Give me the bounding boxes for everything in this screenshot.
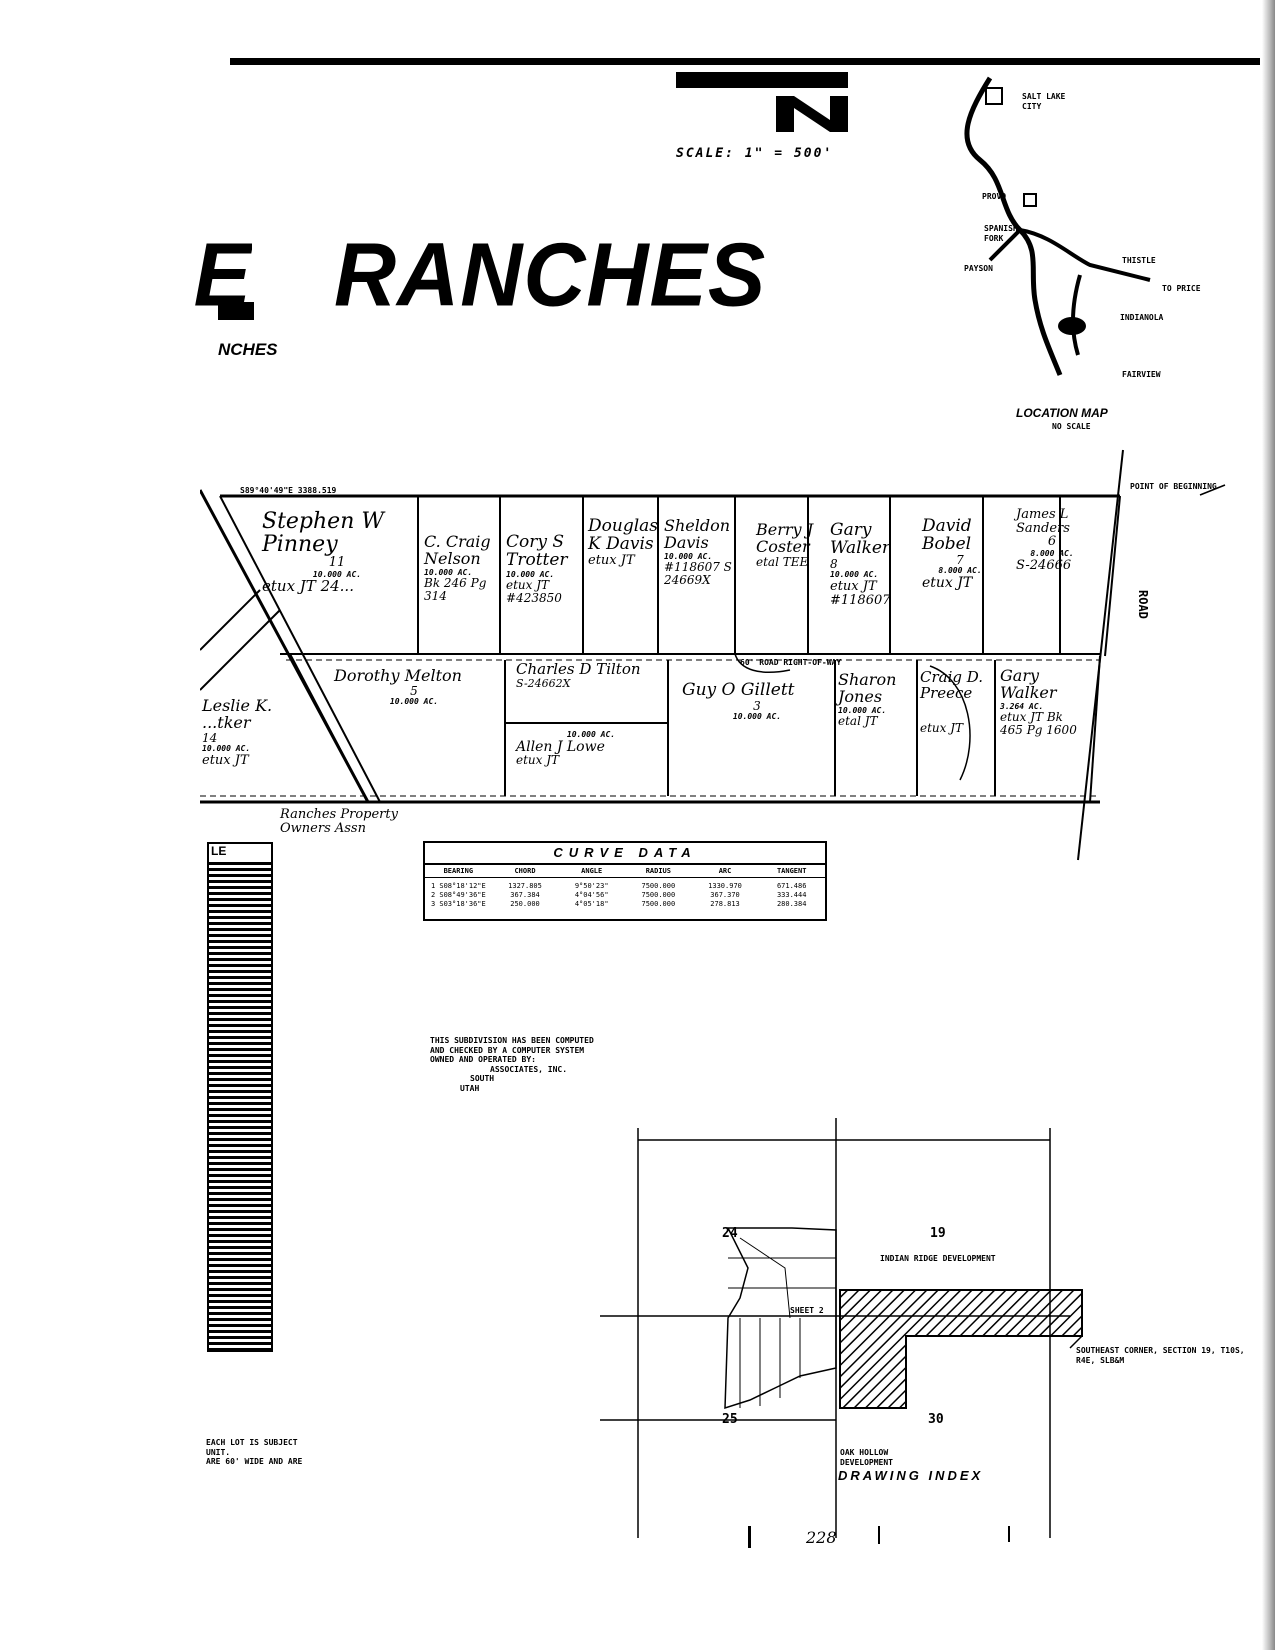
- computed-note: THIS SUBDIVISION HAS BEEN COMPUTED AND C…: [430, 1036, 594, 1093]
- section-24: 24: [722, 1226, 738, 1241]
- page-title: RANCHES: [334, 224, 767, 326]
- lot-owner-top: Stephen W Pinney 11 10.000 AC. etux JT 2…: [262, 509, 384, 596]
- plat-map: [198, 440, 1275, 890]
- lot-owner-top: Sheldon Davis 10.000 AC. #118607 S 24669…: [664, 516, 732, 587]
- property-owners-assn: Ranches Property Owners Assn: [280, 807, 398, 836]
- curve-data-columns: BEARING CHORD ANGLE RADIUS ARC TANGENT: [425, 865, 825, 878]
- curve-data-table: CURVE DATA BEARING CHORD ANGLE RADIUS AR…: [423, 841, 827, 921]
- lot-owner-top: Berry J Coster etal TEE: [756, 520, 814, 569]
- map-label-fairview: FAIRVIEW: [1122, 370, 1161, 379]
- map-label-slc: SALT LAKE CITY: [1022, 92, 1066, 111]
- map-label-spanish-fork: SPANISH FORK: [984, 224, 1018, 243]
- lot-owner-top: Cory S Trotter 10.000 AC. etux JT #42385…: [506, 532, 568, 605]
- curve-col: ARC: [718, 867, 732, 875]
- footer-tick: [748, 1526, 751, 1548]
- curve-col: CHORD: [514, 867, 536, 875]
- lot-owner-bottom: Craig D. Preece etux JT: [920, 668, 984, 735]
- lot-owner-bottom: Sharon Jones 10.000 AC. etal JT: [838, 670, 897, 729]
- lot-area-table-header: LE: [209, 844, 271, 865]
- right-edge: [1262, 0, 1275, 1650]
- map-label-provo: PROVO: [982, 192, 1007, 201]
- point-of-beginning: POINT OF BEGINNING: [1130, 482, 1217, 491]
- southeast-corner-label: SOUTHEAST CORNER, SECTION 19, T10S, R4E,…: [1076, 1346, 1245, 1365]
- lot-owner-top: Gary Walker 8 10.000 AC. etux JT #118607: [830, 520, 891, 608]
- location-map-subtitle: NO SCALE: [1052, 422, 1091, 431]
- lot-owner-bottom: Guy O Gillett 3 10.000 AC.: [682, 680, 795, 722]
- footer-tick: [1008, 1526, 1010, 1542]
- lot-owner-top: Douglas K Davis etux JT: [588, 516, 658, 568]
- subtitle-bar: [218, 302, 254, 320]
- location-map-title: LOCATION MAP: [1016, 406, 1108, 420]
- lot-owner-top: James L Sanders 6 8.000 AC. S-24666: [1016, 507, 1074, 573]
- map-label-indianola: INDIANOLA: [1120, 313, 1164, 322]
- section-25: 25: [722, 1412, 738, 1427]
- sheet-label: SHEET 2: [790, 1306, 824, 1315]
- footer-number: 228: [806, 1528, 837, 1547]
- drawing-index: [600, 1118, 1240, 1538]
- top-bearing: S89°40'49"E 3388.519: [240, 486, 337, 495]
- north-arrow-icon: [776, 96, 848, 132]
- page-subtitle: NCHES: [218, 340, 278, 359]
- lot-owner-bottom: Leslie K. ...tker 14 10.000 AC. etux JT: [202, 696, 273, 768]
- map-label-payson: PAYSON: [964, 264, 993, 273]
- curve-data-title: CURVE DATA: [425, 843, 825, 865]
- section-19: 19: [930, 1226, 946, 1241]
- map-label-to-price: TO PRICE: [1162, 284, 1201, 293]
- footer-tick: [878, 1526, 880, 1544]
- indian-ridge-label: INDIAN RIDGE DEVELOPMENT: [880, 1254, 996, 1263]
- location-map: [960, 70, 1220, 430]
- north-bar: [676, 72, 848, 88]
- curve-col: RADIUS: [645, 867, 671, 875]
- curve-col: ANGLE: [581, 867, 603, 875]
- lot-owner-bottom: Dorothy Melton 5 10.000 AC.: [334, 666, 462, 707]
- oak-hollow-label: OAK HOLLOW DEVELOPMENT: [840, 1448, 893, 1467]
- drawing-index-title: DRAWING INDEX: [838, 1468, 984, 1483]
- section-30: 30: [928, 1412, 944, 1427]
- lot-owner-bottom: 10.000 AC. Allen J Lowe etux JT: [516, 730, 616, 768]
- top-border: [230, 58, 1260, 65]
- scale-label: SCALE: 1" = 500': [676, 146, 834, 161]
- lot-owner-top: C. Craig Nelson 10.000 AC. Bk 246 Pg 314: [424, 532, 491, 603]
- curve-col: BEARING: [443, 867, 474, 875]
- lot-owner-bottom: Gary Walker 3.264 AC. etux JT Bk 465 Pg …: [1000, 666, 1077, 737]
- map-label-thistle: THISTLE: [1122, 256, 1156, 265]
- lot-area-table: LE: [207, 842, 273, 1352]
- curve-col: TANGENT: [776, 867, 807, 875]
- lot-note: EACH LOT IS SUBJECT UNIT. ARE 60' WIDE A…: [206, 1438, 303, 1467]
- lot-owner-top: David Bobel 7 8.000 AC. etux JT: [922, 516, 982, 591]
- lot-owner-bottom: Charles D Tilton S-24662X: [516, 660, 641, 690]
- right-road-label: ROAD: [1136, 590, 1150, 619]
- road-row-label: 60' ROAD RIGHT-OF-WAY: [740, 658, 842, 667]
